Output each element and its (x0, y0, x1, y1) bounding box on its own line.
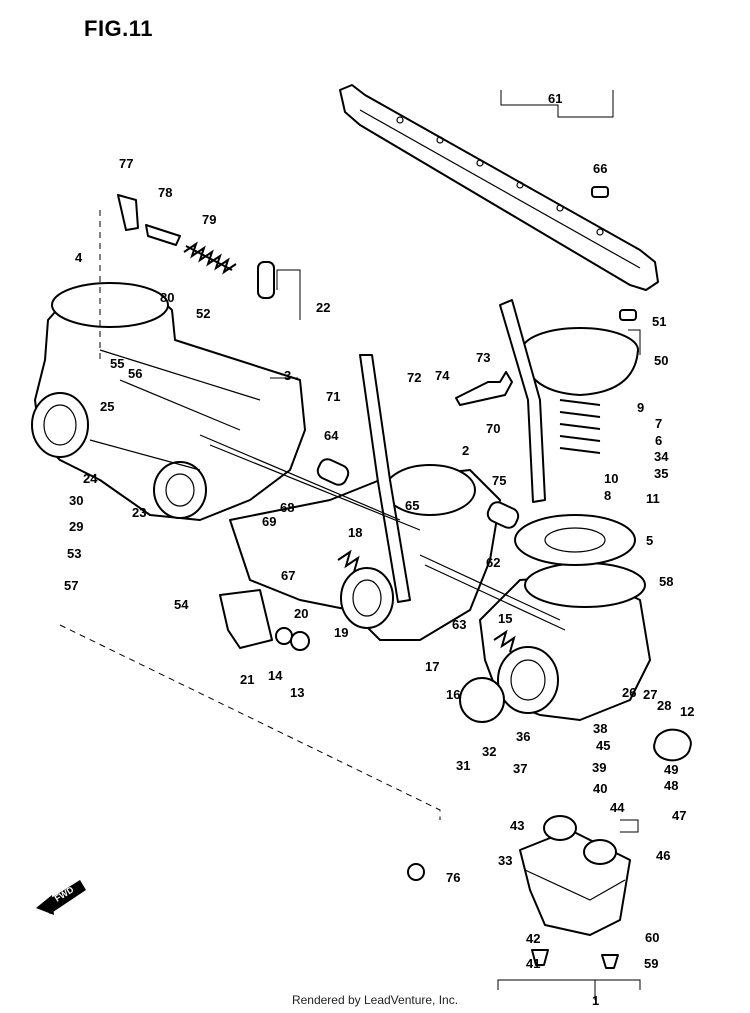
callout-40: 40 (593, 781, 607, 796)
callout-29: 29 (69, 519, 83, 534)
callout-41: 41 (526, 956, 540, 971)
callout-48: 48 (664, 778, 678, 793)
callout-80: 80 (160, 290, 174, 305)
callout-70: 70 (486, 421, 500, 436)
callout-44: 44 (610, 800, 625, 815)
callout-77: 77 (119, 156, 133, 171)
callout-31: 31 (456, 758, 470, 773)
callout-7: 7 (655, 416, 662, 431)
callout-46: 46 (656, 848, 670, 863)
callout-51: 51 (652, 314, 666, 329)
callout-52: 52 (196, 306, 210, 321)
callout-67: 67 (281, 568, 295, 583)
callout-2: 2 (462, 443, 469, 458)
callout-8: 8 (604, 488, 611, 503)
callout-61: 61 (548, 91, 562, 106)
callout-30: 30 (69, 493, 83, 508)
springs (183, 241, 516, 653)
callout-56: 56 (128, 366, 142, 381)
callout-49: 49 (664, 762, 678, 777)
callout-39: 39 (592, 760, 606, 775)
callout-17: 17 (425, 659, 439, 674)
callout-79: 79 (202, 212, 216, 227)
callout-1: 1 (592, 993, 599, 1008)
callout-22: 22 (316, 300, 330, 315)
fwd-arrow: FWD (36, 880, 86, 915)
callout-68: 68 (280, 500, 294, 515)
callout-16: 16 (446, 687, 460, 702)
dashed-guides (59, 210, 441, 820)
small-parts (117, 186, 692, 969)
callout-37: 37 (513, 761, 527, 776)
callout-63: 63 (452, 617, 466, 632)
callout-64: 64 (324, 428, 339, 443)
callout-4: 4 (75, 250, 83, 265)
callout-53: 53 (67, 546, 81, 561)
vacuum-chamber (514, 327, 639, 566)
float-bowl (519, 815, 631, 936)
callout-21: 21 (240, 672, 254, 687)
callout-35: 35 (654, 466, 668, 481)
hoses (199, 299, 566, 631)
callout-62: 62 (486, 555, 500, 570)
figure-title: FIG.11 (84, 16, 154, 41)
callout-10: 10 (604, 471, 618, 486)
callout-71: 71 (326, 389, 340, 404)
callout-14: 14 (268, 668, 283, 683)
callout-27: 27 (643, 687, 657, 702)
callout-74: 74 (435, 368, 450, 383)
callout-69: 69 (262, 514, 276, 529)
callout-15: 15 (498, 611, 512, 626)
callout-58: 58 (659, 574, 673, 589)
callout-45: 45 (596, 738, 610, 753)
callout-25: 25 (100, 399, 114, 414)
callout-43: 43 (510, 818, 524, 833)
callout-26: 26 (622, 685, 636, 700)
callout-54: 54 (174, 597, 189, 612)
mounting-plate (339, 84, 659, 291)
callout-75: 75 (492, 473, 506, 488)
callout-32: 32 (482, 744, 496, 759)
callout-38: 38 (593, 721, 607, 736)
callout-78: 78 (158, 185, 172, 200)
callout-5: 5 (646, 533, 653, 548)
callout-20: 20 (294, 606, 308, 621)
callout-36: 36 (516, 729, 530, 744)
callout-65: 65 (405, 498, 419, 513)
callout-9: 9 (637, 400, 644, 415)
callout-11: 11 (646, 491, 660, 506)
callout-72: 72 (407, 370, 421, 385)
callout-50: 50 (654, 353, 668, 368)
callout-73: 73 (476, 350, 490, 365)
carburetor-center (229, 464, 501, 641)
callout-66: 66 (593, 161, 607, 176)
callout-23: 23 (132, 505, 146, 520)
callout-76: 76 (446, 870, 460, 885)
callout-3: 3 (284, 368, 291, 383)
callout-42: 42 (526, 931, 540, 946)
callout-6: 6 (655, 433, 662, 448)
carburetor-left (31, 282, 306, 521)
callout-18: 18 (348, 525, 362, 540)
footer-credit: Rendered by LeadVenture, Inc. (291, 993, 459, 1007)
callout-28: 28 (657, 698, 671, 713)
callout-55: 55 (110, 356, 124, 371)
callout-47: 47 (672, 808, 686, 823)
leader-lines (270, 90, 641, 1000)
callout-12: 12 (680, 704, 694, 719)
callout-24: 24 (83, 471, 98, 486)
callout-33: 33 (498, 853, 512, 868)
callout-labels: 1234567891011121314151617181920212223242… (64, 91, 694, 1008)
callout-34: 34 (654, 449, 669, 464)
callout-13: 13 (290, 685, 304, 700)
callout-57: 57 (64, 578, 78, 593)
callout-19: 19 (334, 625, 348, 640)
callout-59: 59 (644, 956, 658, 971)
callout-60: 60 (645, 930, 659, 945)
